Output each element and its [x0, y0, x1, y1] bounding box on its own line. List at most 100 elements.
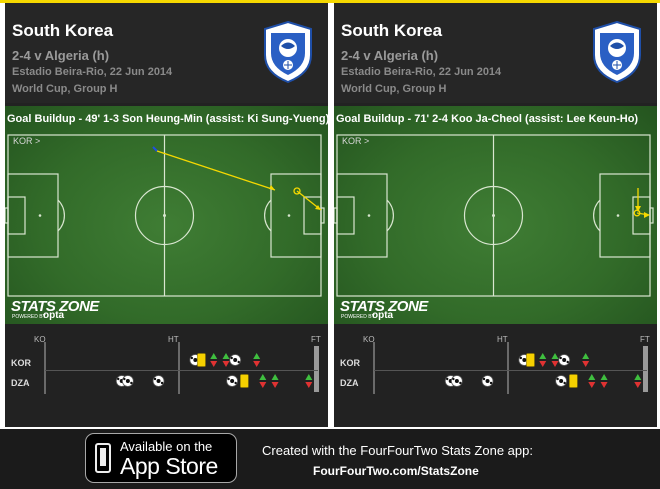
- goal-ball-icon: [229, 354, 242, 366]
- sub-on-arrow: [271, 374, 279, 380]
- ball-patch: [160, 381, 164, 385]
- sub-on-arrow: [588, 374, 596, 380]
- ball-patch: [153, 377, 157, 381]
- goal-buildup-title: Goal Buildup - 71' 2-4 Koo Ja-Cheol (ass…: [336, 113, 639, 125]
- match-competition: World Cup, Group H: [12, 83, 118, 95]
- goal-ball-icon: [555, 375, 568, 387]
- app-store-badge[interactable]: Available on the App Store: [85, 433, 237, 483]
- ball-patch: [562, 358, 567, 362]
- sub-off-arrow: [305, 382, 313, 388]
- match-score: 2-4 v Algeria (h): [341, 48, 439, 63]
- ball-patch: [489, 381, 493, 385]
- right-penalty-arc: [593, 199, 601, 232]
- away-team-code: DZA: [340, 378, 359, 388]
- sub-off-arrow: [539, 361, 547, 367]
- goal-ball-icon: [226, 375, 239, 387]
- timeline-ko-label: KO: [363, 335, 375, 344]
- goal-card-left: South Korea 2-4 v Algeria (h) Estadio Be…: [5, 3, 328, 427]
- goal-ball-icon: [481, 375, 494, 387]
- away-team-code: DZA: [11, 378, 30, 388]
- timeline-ko-label: KO: [34, 335, 46, 344]
- left-penalty-spot: [38, 214, 42, 217]
- center-circle: [463, 185, 524, 246]
- ball-patch: [485, 379, 490, 383]
- left-penalty-spot: [367, 214, 371, 217]
- sub-off-arrow: [271, 382, 279, 388]
- timeline-ft-label: FT: [640, 335, 650, 344]
- goal-card-right: South Korea 2-4 v Algeria (h) Estadio Be…: [334, 3, 657, 427]
- ball-patch: [556, 377, 559, 381]
- goal-shot-arrowhead: [644, 212, 650, 218]
- yellow-card-icon: [526, 353, 535, 367]
- right-penalty-box: [270, 173, 322, 258]
- substitution-arrows-icon: [222, 353, 230, 367]
- ball-patch: [446, 377, 449, 381]
- stats-word: STATS: [340, 298, 385, 315]
- buildup-pass: [156, 150, 276, 191]
- sub-on-arrow: [551, 353, 559, 359]
- ball-patch: [559, 379, 564, 383]
- top-accent-bar: [0, 0, 660, 3]
- ball-patch: [563, 381, 566, 385]
- goal-ball-icon: [152, 375, 165, 387]
- ball-patch: [156, 379, 161, 383]
- iphone-icon: [95, 443, 111, 473]
- sub-off-arrow: [222, 361, 230, 367]
- match-venue: Estadio Beira-Rio, 22 Jun 2014: [341, 66, 502, 78]
- buildup-pass-arrowhead: [269, 185, 275, 190]
- goal-ball-icon: [450, 375, 463, 387]
- team-name: South Korea: [341, 21, 443, 40]
- sub-off-arrow: [634, 382, 642, 388]
- right-penalty-spot: [287, 214, 291, 217]
- ball-patch: [123, 377, 126, 381]
- ball-patch: [454, 379, 459, 383]
- ball-patch: [130, 381, 133, 385]
- footer-link[interactable]: FourFourTwo.com/StatsZone: [313, 464, 479, 478]
- app-store-line2: App Store: [120, 453, 218, 479]
- substitution-arrows-icon: [539, 353, 547, 367]
- ball-patch: [190, 356, 194, 360]
- sub-off-arrow: [600, 382, 608, 388]
- stats-zone-wordmark: STATS ZONE: [11, 298, 99, 315]
- match-score: 2-4 v Algeria (h): [12, 48, 110, 63]
- substitution-arrows-icon: [271, 374, 279, 388]
- ball-patch: [227, 377, 230, 381]
- goal-ball-icon: [121, 375, 134, 387]
- app-store-line1: Available on the: [120, 439, 213, 454]
- card-header: South Korea 2-4 v Algeria (h) Estadio Be…: [334, 3, 657, 103]
- sub-on-arrow: [210, 353, 218, 359]
- pitch-panel: Goal Buildup - 71' 2-4 Koo Ja-Cheol (ass…: [334, 106, 657, 324]
- match-timeline: [44, 342, 319, 394]
- yellow-card-icon: [569, 374, 578, 388]
- ball-patch: [234, 381, 237, 385]
- substitution-arrows-icon: [253, 353, 261, 367]
- match-venue: Estadio Beira-Rio, 22 Jun 2014: [12, 66, 173, 78]
- goal-buildup-title: Goal Buildup - 49' 1-3 Son Heung-Min (as…: [7, 113, 328, 125]
- timeline-ht-label: HT: [168, 335, 179, 344]
- sub-off-arrow: [582, 361, 590, 367]
- team-name: South Korea: [12, 21, 114, 40]
- ball-patch: [233, 358, 238, 362]
- sub-off-arrow: [210, 361, 218, 367]
- ball-patch: [193, 358, 198, 362]
- left-penalty-box: [7, 173, 59, 258]
- fulltime-marker: [643, 346, 648, 392]
- right-penalty-arc: [264, 199, 272, 232]
- sub-on-arrow: [600, 374, 608, 380]
- shot-origin-marker: [293, 187, 301, 195]
- ball-patch: [452, 377, 455, 381]
- buildup-pass-start: [152, 146, 158, 152]
- center-spot: [492, 214, 495, 217]
- powered-by-label: POWERED BY: [12, 314, 46, 320]
- ball-patch: [125, 379, 130, 383]
- attack-direction-label: KOR >: [342, 136, 370, 146]
- footer-credit: Created with the FourFourTwo Stats Zone …: [262, 443, 533, 458]
- center-circle: [134, 185, 195, 246]
- ball-patch: [522, 358, 527, 362]
- right-penalty-box: [599, 173, 651, 258]
- substitution-arrows-icon: [210, 353, 218, 367]
- home-team-code: KOR: [11, 358, 31, 368]
- timeline-ft-label: FT: [311, 335, 321, 344]
- ball-patch: [559, 356, 562, 360]
- sub-off-arrow: [259, 382, 267, 388]
